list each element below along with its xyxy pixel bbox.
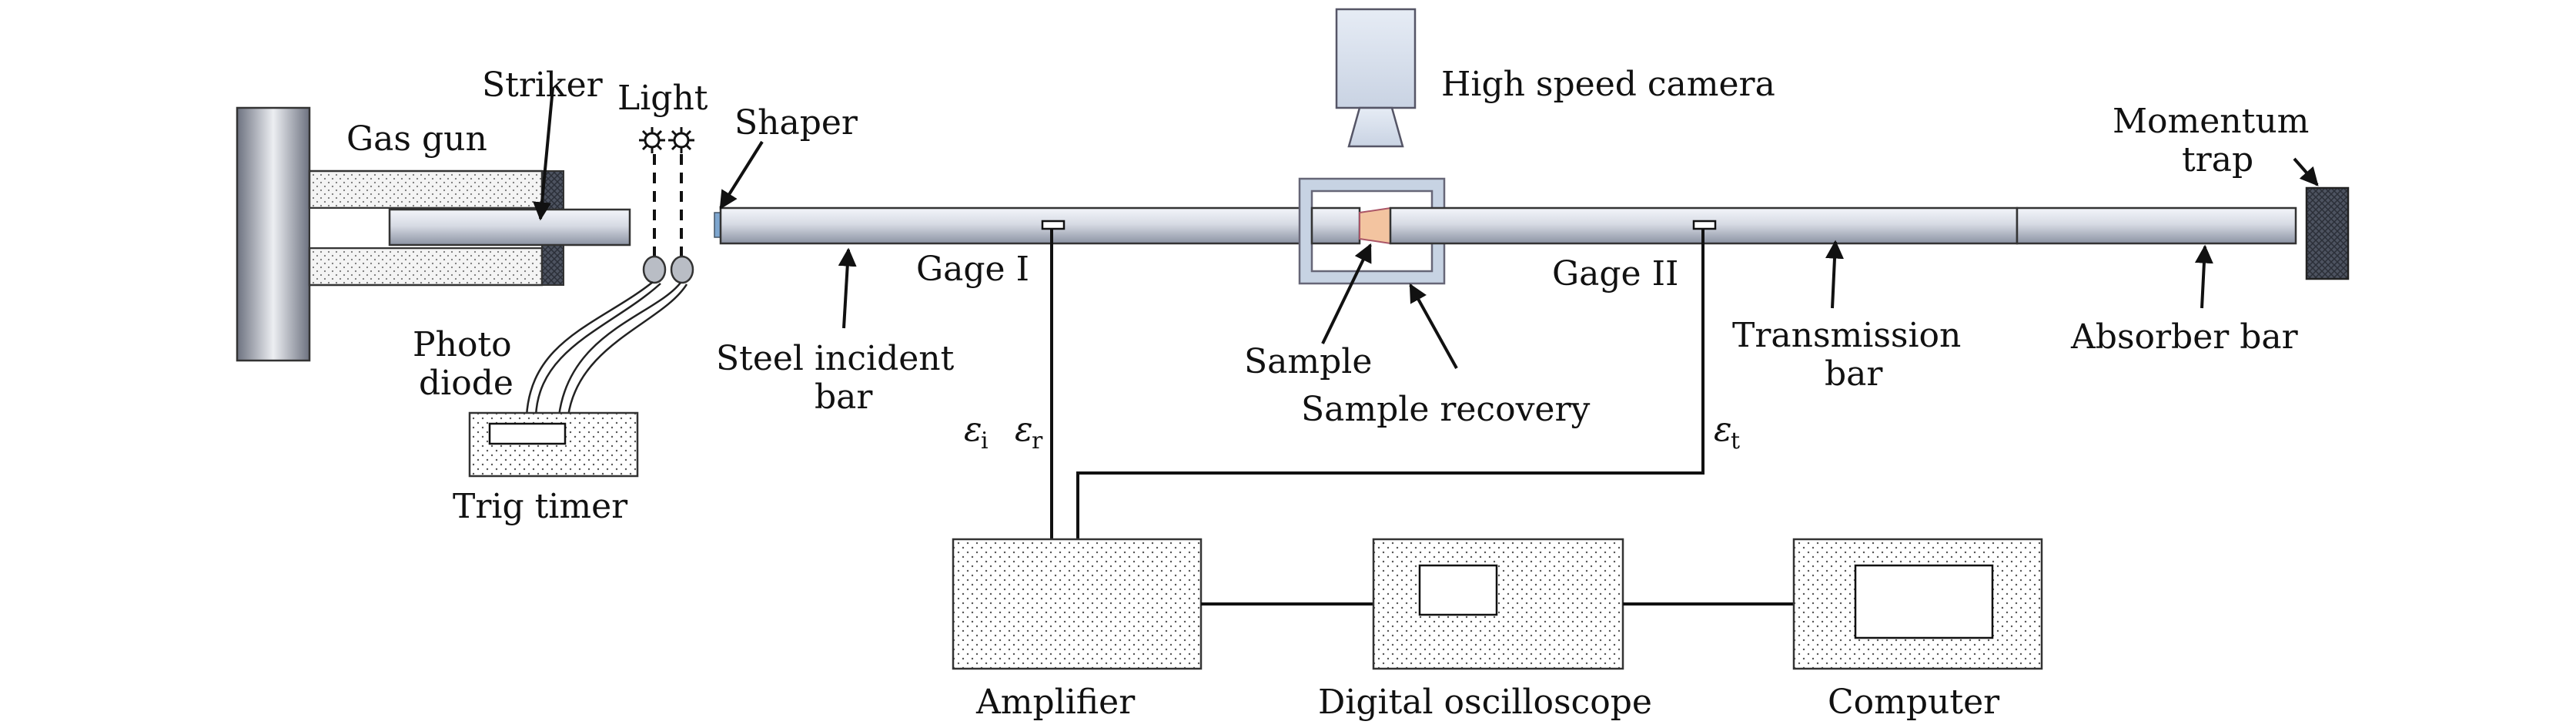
gage-ii-wire [1076, 229, 1705, 539]
light-sources [525, 127, 694, 417]
camera-body [1335, 8, 1417, 109]
camera-lens [1347, 106, 1404, 148]
momentum-trap-arrow [2293, 157, 2319, 186]
strain-incident-subscript: i [981, 428, 989, 455]
label-gage-ii: Gage II [1552, 254, 1678, 294]
steel-incident-bar [719, 206, 1361, 245]
absorber-bar [2016, 206, 2297, 245]
photo-diode-right [670, 255, 694, 284]
strain-incident-symbol: ε [964, 410, 982, 449]
incident-bar-arrow [838, 247, 857, 329]
label-photo-diode-2: diode [419, 364, 514, 403]
gage-i [1041, 220, 1066, 230]
label-amplifier: Amplifier [975, 683, 1136, 722]
label-high-speed-camera: High speed camera [1441, 65, 1775, 104]
label-momentum-trap-2: trap [2182, 140, 2253, 179]
gas-gun-flange [236, 106, 311, 362]
label-steel-incident-bar-2: bar [815, 377, 873, 417]
absorber-bar-arrow [2194, 244, 2213, 309]
label-transmission-bar-2: bar [1825, 354, 1883, 394]
diode-cable-middle [534, 283, 661, 417]
light-icon [639, 127, 665, 153]
strain-transmitted-symbol: ε [1714, 410, 1732, 449]
label-computer: Computer [1828, 683, 2000, 722]
diode-cable-inner2 [567, 283, 688, 417]
label-photo-diode-1: Photo [413, 325, 512, 364]
gage-ii [1692, 220, 1717, 230]
label-steel-incident-bar-1: Steel incident [716, 339, 955, 378]
oscilloscope-box [1372, 538, 1624, 670]
oscilloscope-screen [1418, 564, 1498, 616]
label-absorber-bar: Absorber bar [2070, 317, 2299, 357]
sample-arrow [1321, 243, 1372, 344]
amplifier-box [952, 538, 1203, 670]
transmission-bar-arrow [1825, 240, 1844, 309]
label-gas-gun: Gas gun [346, 119, 487, 159]
strain-reflected-symbol: ε [1015, 410, 1033, 449]
label-sample-recovery: Sample recovery [1301, 390, 1590, 429]
diode-cable-outer [525, 281, 654, 417]
striker-bar [388, 208, 631, 247]
incident-bar-end [1310, 206, 1361, 245]
strain-reflected-subscript: r [1032, 428, 1043, 455]
label-momentum-trap-1: Momentum [2113, 102, 2309, 141]
computer-box [1792, 538, 2043, 670]
sample-recovery-arrow [1409, 283, 1458, 369]
light-icon [668, 127, 694, 153]
shaper-arrow [719, 140, 764, 210]
gas-gun-barrel-top [308, 169, 544, 210]
label-shaper: Shaper [734, 103, 858, 143]
label-digital-oscilloscope: Digital oscilloscope [1318, 683, 1652, 722]
diode-cable-inner [557, 282, 681, 417]
momentum-trap [2305, 186, 2350, 280]
label-sample: Sample [1244, 342, 1372, 381]
label-light: Light [617, 79, 708, 118]
gas-gun-barrel-bottom [308, 247, 544, 287]
striker-arrow [533, 87, 554, 221]
label-striker: Striker [482, 65, 604, 105]
trig-timer-display [488, 422, 567, 445]
photo-diode-left [642, 255, 667, 284]
computer-screen [1854, 564, 1994, 639]
sample [1359, 206, 1391, 245]
strain-transmitted-subscript: t [1731, 428, 1740, 455]
label-gage-i: Gage I [916, 250, 1029, 289]
label-trig-timer: Trig timer [453, 487, 628, 526]
label-transmission-bar-1: Transmission [1732, 316, 1961, 355]
